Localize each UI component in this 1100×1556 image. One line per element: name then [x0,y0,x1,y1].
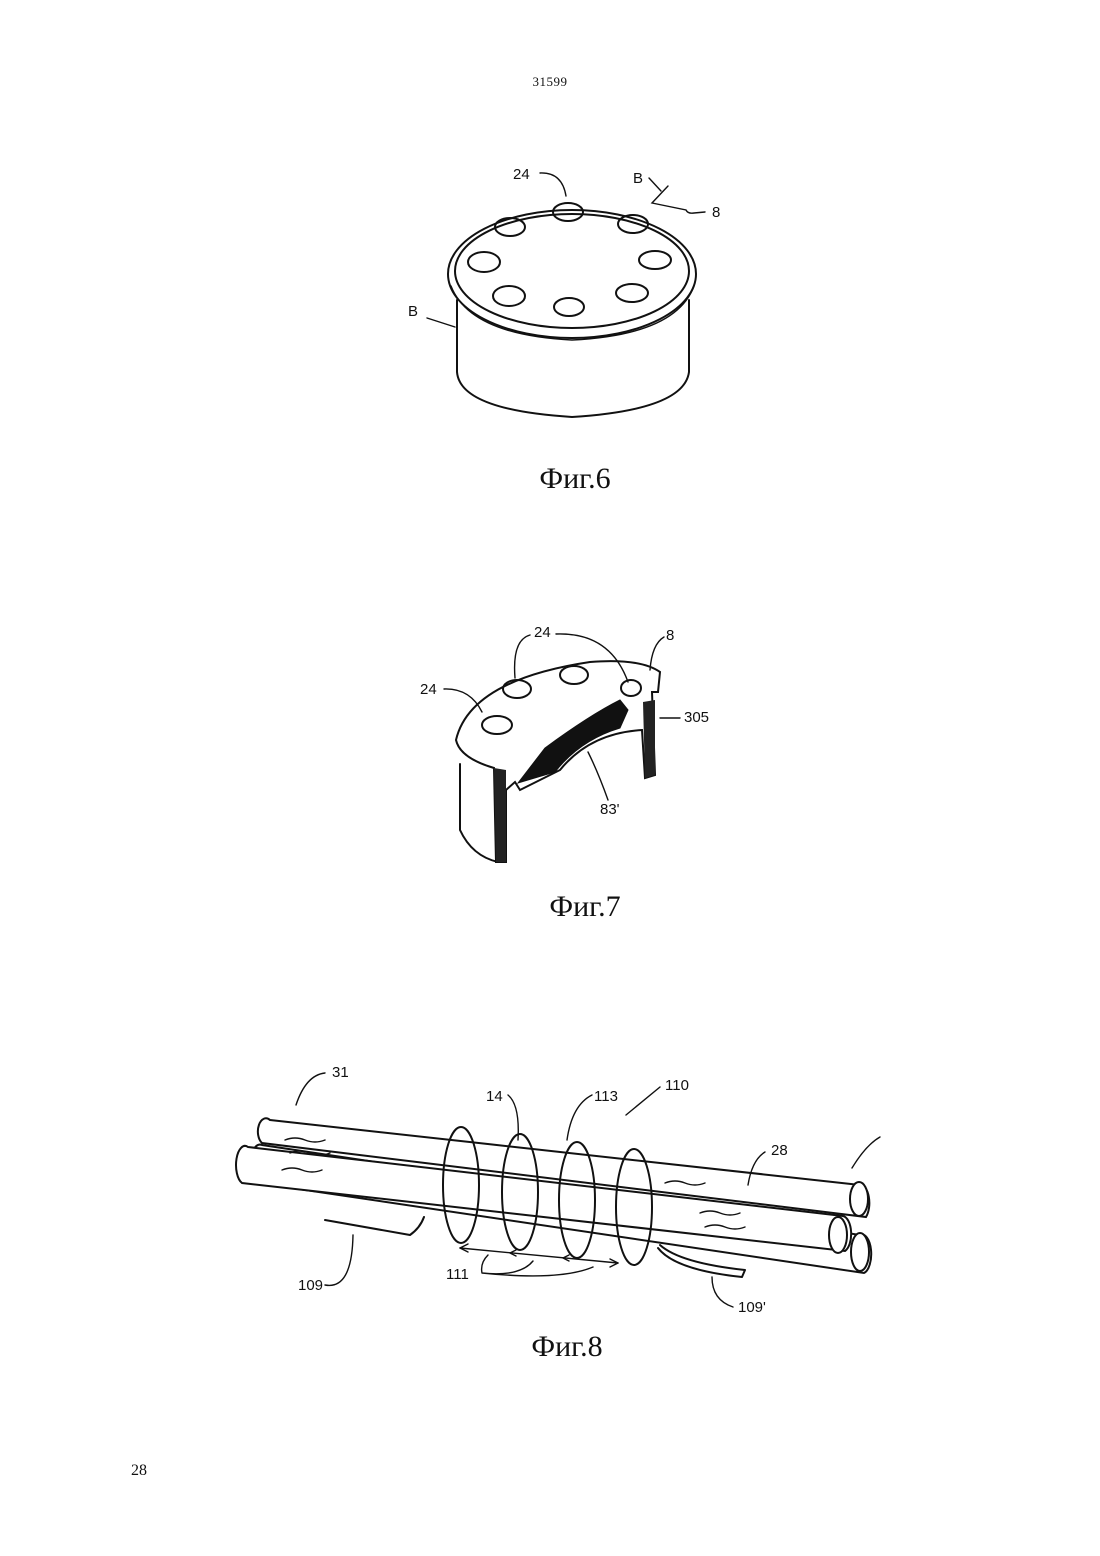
cutaway-cap-body [456,661,660,862]
ref-31-label: 31 [332,1064,349,1081]
wall-section [494,768,506,862]
ref-28-label: 28 [771,1142,788,1159]
figure-6-drawing: 24 8 B B [0,0,1100,460]
ref-8-label: 8 [712,204,720,221]
cylinder-cap-body [448,210,696,417]
section-marker-top: B [633,170,643,187]
spacing-arrows [460,1244,618,1267]
figure-6-caption: Фиг.6 [425,462,725,496]
ref-24-label-left: 24 [420,681,437,698]
ref-14-label: 14 [486,1088,503,1105]
ref-305-label: 305 [684,709,709,726]
ref-24-label: 24 [513,166,530,183]
page-number: 28 [131,1462,147,1480]
ref-113-label: 113 [594,1088,618,1105]
ref-109-prime-label: 109' [738,1299,766,1316]
ref-109-label: 109 [298,1277,323,1294]
ref-110-label: 110 [665,1077,689,1094]
section-marker-left: B [408,303,418,320]
ref-8-label: 8 [666,627,674,644]
figure-7-caption: Фиг.7 [435,890,735,924]
ref-111-label: 111 [446,1266,469,1283]
ref-24-label-top: 24 [534,624,551,641]
figure-8-drawing: 31 14 113 110 28 109 111 109' [0,1045,1100,1365]
wall-section-right [643,700,655,778]
figure-8-caption: Фиг.8 [417,1330,717,1364]
ref-83-prime-label: 83' [600,801,620,818]
figure-7-drawing: 24 24 8 305 83' [0,600,1100,920]
